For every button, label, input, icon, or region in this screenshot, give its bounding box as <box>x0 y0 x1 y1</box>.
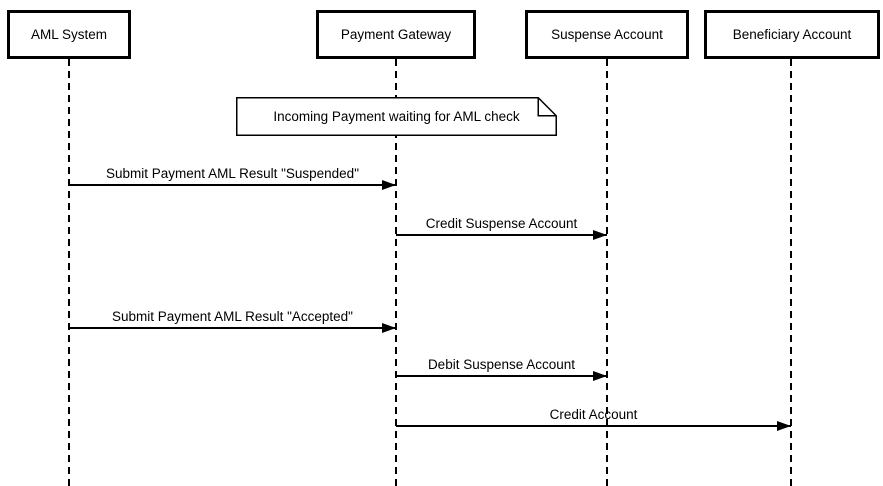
actor-box-aml-system: AML System <box>7 10 131 59</box>
arrowhead-icon <box>593 370 607 381</box>
actor-box-suspense-account: Suspense Account <box>525 10 689 59</box>
lifeline-payment-gateway <box>395 59 397 486</box>
message-arrow-line <box>396 370 607 381</box>
lifeline-aml-system <box>68 59 70 486</box>
message-label: Credit Suspense Account <box>425 216 578 231</box>
lifeline-suspense-account <box>606 59 608 486</box>
message-label: Submit Payment AML Result "Suspended" <box>106 166 359 181</box>
arrowhead-icon <box>777 420 791 431</box>
actor-box-beneficiary-account: Beneficiary Account <box>704 10 880 59</box>
message-label: Credit Account <box>549 407 638 422</box>
lifeline-beneficiary-account <box>790 59 792 486</box>
note-label: Incoming Payment waiting for AML check <box>273 109 520 124</box>
message-arrow-line <box>396 229 607 240</box>
actor-label-suspense-account: Suspense Account <box>551 26 663 42</box>
message-credit-suspense-account: Credit Suspense Account <box>396 216 607 240</box>
message-debit-suspense-account: Debit Suspense Account <box>396 357 607 381</box>
message-label: Submit Payment AML Result "Accepted" <box>112 309 353 324</box>
actor-box-payment-gateway: Payment Gateway <box>316 10 476 59</box>
arrowhead-icon <box>382 322 396 333</box>
actor-label-beneficiary-account: Beneficiary Account <box>732 26 852 42</box>
actor-label-aml-system: AML System <box>30 26 108 42</box>
message-submit-payment-suspended: Submit Payment AML Result "Suspended" <box>69 166 396 190</box>
message-arrow-line <box>69 322 396 333</box>
note-box: Incoming Payment waiting for AML check <box>236 97 557 136</box>
arrowhead-icon <box>593 229 607 240</box>
arrowhead-icon <box>382 179 396 190</box>
note-dogear-icon <box>236 97 557 136</box>
message-arrow-line <box>69 179 396 190</box>
actor-label-payment-gateway: Payment Gateway <box>340 26 452 42</box>
message-credit-account: Credit Account <box>396 407 791 431</box>
message-submit-payment-accepted: Submit Payment AML Result "Accepted" <box>69 309 396 333</box>
message-arrow-line <box>396 420 791 431</box>
message-label: Debit Suspense Account <box>427 357 576 372</box>
